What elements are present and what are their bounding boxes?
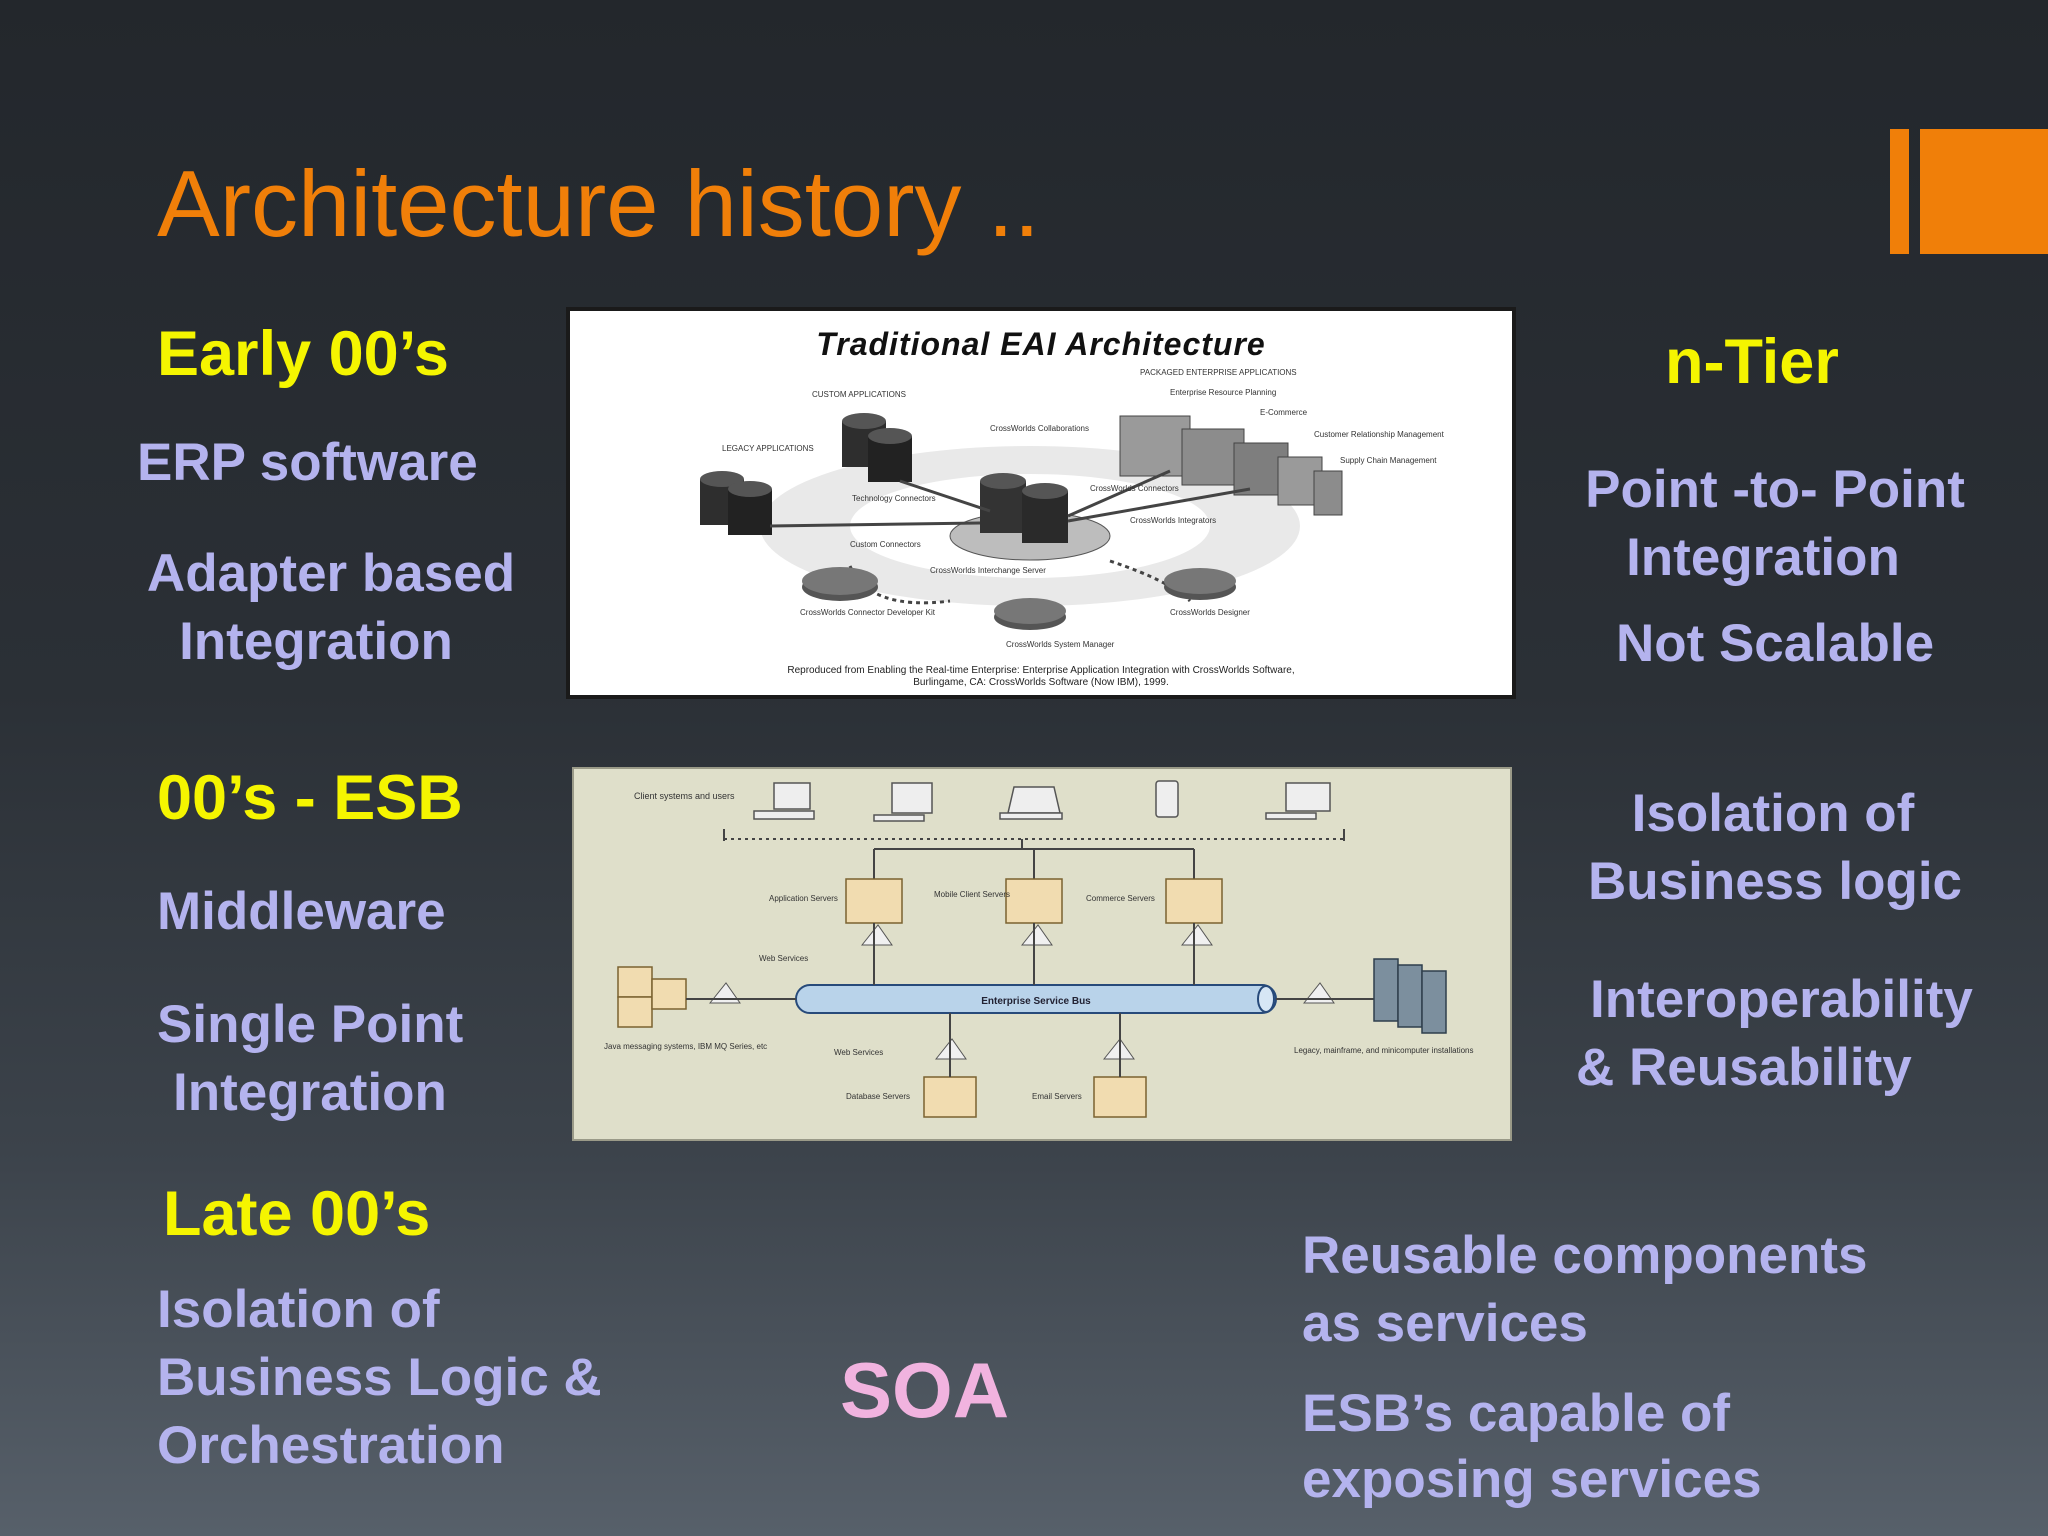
label-web-services-top: Web Services: [759, 954, 808, 963]
label-system-manager: CrossWorlds System Manager: [1006, 640, 1115, 649]
eai-diagram: Traditional EAI Architecture: [700, 326, 1445, 688]
label-custom-connectors: Custom Connectors: [850, 540, 921, 549]
designer-icon: [1164, 568, 1236, 600]
heading-n-tier: n-Tier: [1665, 327, 1839, 397]
eai-heading: Traditional EAI Architecture: [816, 326, 1265, 362]
packaged-applications-icon: [1119, 415, 1343, 516]
label-collaborations: CrossWorlds Collaborations: [990, 424, 1089, 433]
label-web-services-bottom: Web Services: [834, 1048, 883, 1057]
client-devices-icons: [753, 780, 1331, 822]
label-erp: Enterprise Resource Planning: [1170, 388, 1276, 397]
eai-credit-line-2: Burlingame, CA: CrossWorlds Software (No…: [913, 677, 1168, 688]
p2p-line-2: Integration: [1626, 528, 1900, 587]
business-iso-line-1: Isolation of: [1631, 784, 1915, 843]
label-tech-connectors: Technology Connectors: [852, 494, 936, 503]
reuse-line-2: as services: [1302, 1294, 1588, 1353]
label-database-servers: Database Servers: [846, 1092, 910, 1101]
reuse-line-1: Reusable components: [1302, 1226, 1868, 1285]
label-mobile-servers: Mobile Client Servers: [934, 890, 1010, 899]
label-connector-kit: CrossWorlds Connector Developer Kit: [800, 608, 936, 617]
erp-software: ERP software: [137, 433, 478, 492]
mainframe-icon: [1373, 958, 1447, 1034]
label-interchange: CrossWorlds Interchange Server: [930, 566, 1046, 575]
label-packaged-apps: PACKAGED ENTERPRISE APPLICATIONS: [1140, 368, 1297, 377]
label-app-servers: Application Servers: [769, 894, 838, 903]
esb-diagram: Client systems and users Application Ser…: [604, 780, 1474, 1118]
business-iso-line-2: Business logic: [1587, 852, 1963, 911]
label-crm: Customer Relationship Management: [1314, 430, 1445, 439]
adapter-line-2: Integration: [179, 612, 453, 671]
soa-label: SOA: [840, 1346, 1010, 1434]
interop-line-1: Interoperability: [1590, 970, 1973, 1029]
not-scalable: Not Scalable: [1615, 614, 1935, 673]
interop-line-2: & Reusability: [1576, 1038, 1912, 1097]
single-point-line-2: Integration: [173, 1063, 447, 1122]
adapter-line-1: Adapter based: [146, 544, 516, 603]
label-app-connectors: CrossWorlds Connectors: [1090, 484, 1179, 493]
label-bus: Enterprise Service Bus: [981, 996, 1091, 1007]
esb-capable-line-2: exposing services: [1302, 1450, 1762, 1509]
label-ecommerce: E-Commerce: [1260, 408, 1308, 417]
connector-kit-icon: [802, 567, 878, 601]
system-manager-icon: [994, 598, 1066, 630]
slide-title: Architecture history ..: [157, 151, 1040, 256]
eai-credit-line-1: Reproduced from Enabling the Real-time E…: [787, 665, 1294, 676]
label-integrators: CrossWorlds Integrators: [1130, 516, 1216, 525]
label-designer: CrossWorlds Designer: [1170, 608, 1250, 617]
label-java-messaging: Java messaging systems, IBM MQ Series, e…: [604, 1042, 767, 1051]
heading-late-00s: Late 00’s: [163, 1179, 431, 1249]
label-scm: Supply Chain Management: [1340, 456, 1437, 465]
esb-capable-line-1: ESB’s capable of: [1302, 1384, 1731, 1443]
interchange-server-icon: [980, 473, 1068, 543]
accent-bar-thin: [1890, 129, 1909, 254]
esb-figure: Client systems and users Application Ser…: [572, 767, 1512, 1141]
middleware: Middleware: [157, 882, 446, 941]
late-iso-line-1: Isolation of: [157, 1280, 440, 1339]
custom-applications-icon: [842, 413, 912, 482]
p2p-line-1: Point -to- Point: [1585, 460, 1965, 519]
label-email-servers: Email Servers: [1032, 1092, 1082, 1101]
heading-esb: 00’s - ESB: [157, 763, 463, 833]
label-commerce-servers: Commerce Servers: [1086, 894, 1155, 903]
heading-early-00s: Early 00’s: [157, 319, 449, 389]
late-iso-line-3: Orchestration: [157, 1416, 505, 1475]
label-legacy-apps: LEGACY APPLICATIONS: [722, 444, 814, 453]
legacy-applications-icon: [700, 471, 772, 535]
eai-architecture-figure: Traditional EAI Architecture: [566, 307, 1516, 699]
late-iso-line-2: Business Logic &: [157, 1348, 602, 1407]
single-point-line-1: Single Point: [157, 995, 464, 1054]
accent-bar-thick: [1920, 129, 2048, 254]
label-custom-apps: CUSTOM APPLICATIONS: [812, 390, 906, 399]
label-clients: Client systems and users: [634, 791, 735, 801]
label-legacy: Legacy, mainframe, and minicomputer inst…: [1294, 1046, 1474, 1055]
